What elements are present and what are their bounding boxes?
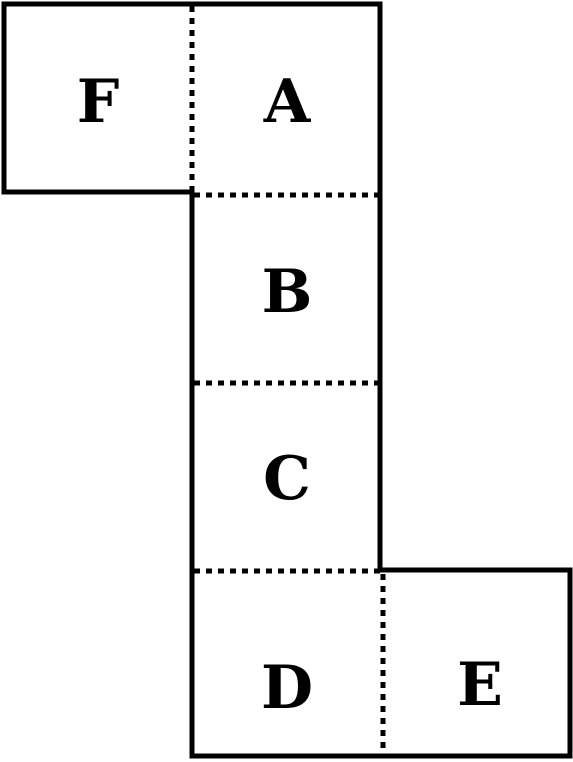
face-label-d: D — [261, 653, 313, 723]
face-label-f: F — [77, 67, 120, 137]
face-label-e: E — [457, 650, 503, 720]
face-label-a: A — [263, 67, 312, 137]
face-label-b: B — [262, 257, 313, 327]
face-label-c: C — [263, 444, 311, 514]
